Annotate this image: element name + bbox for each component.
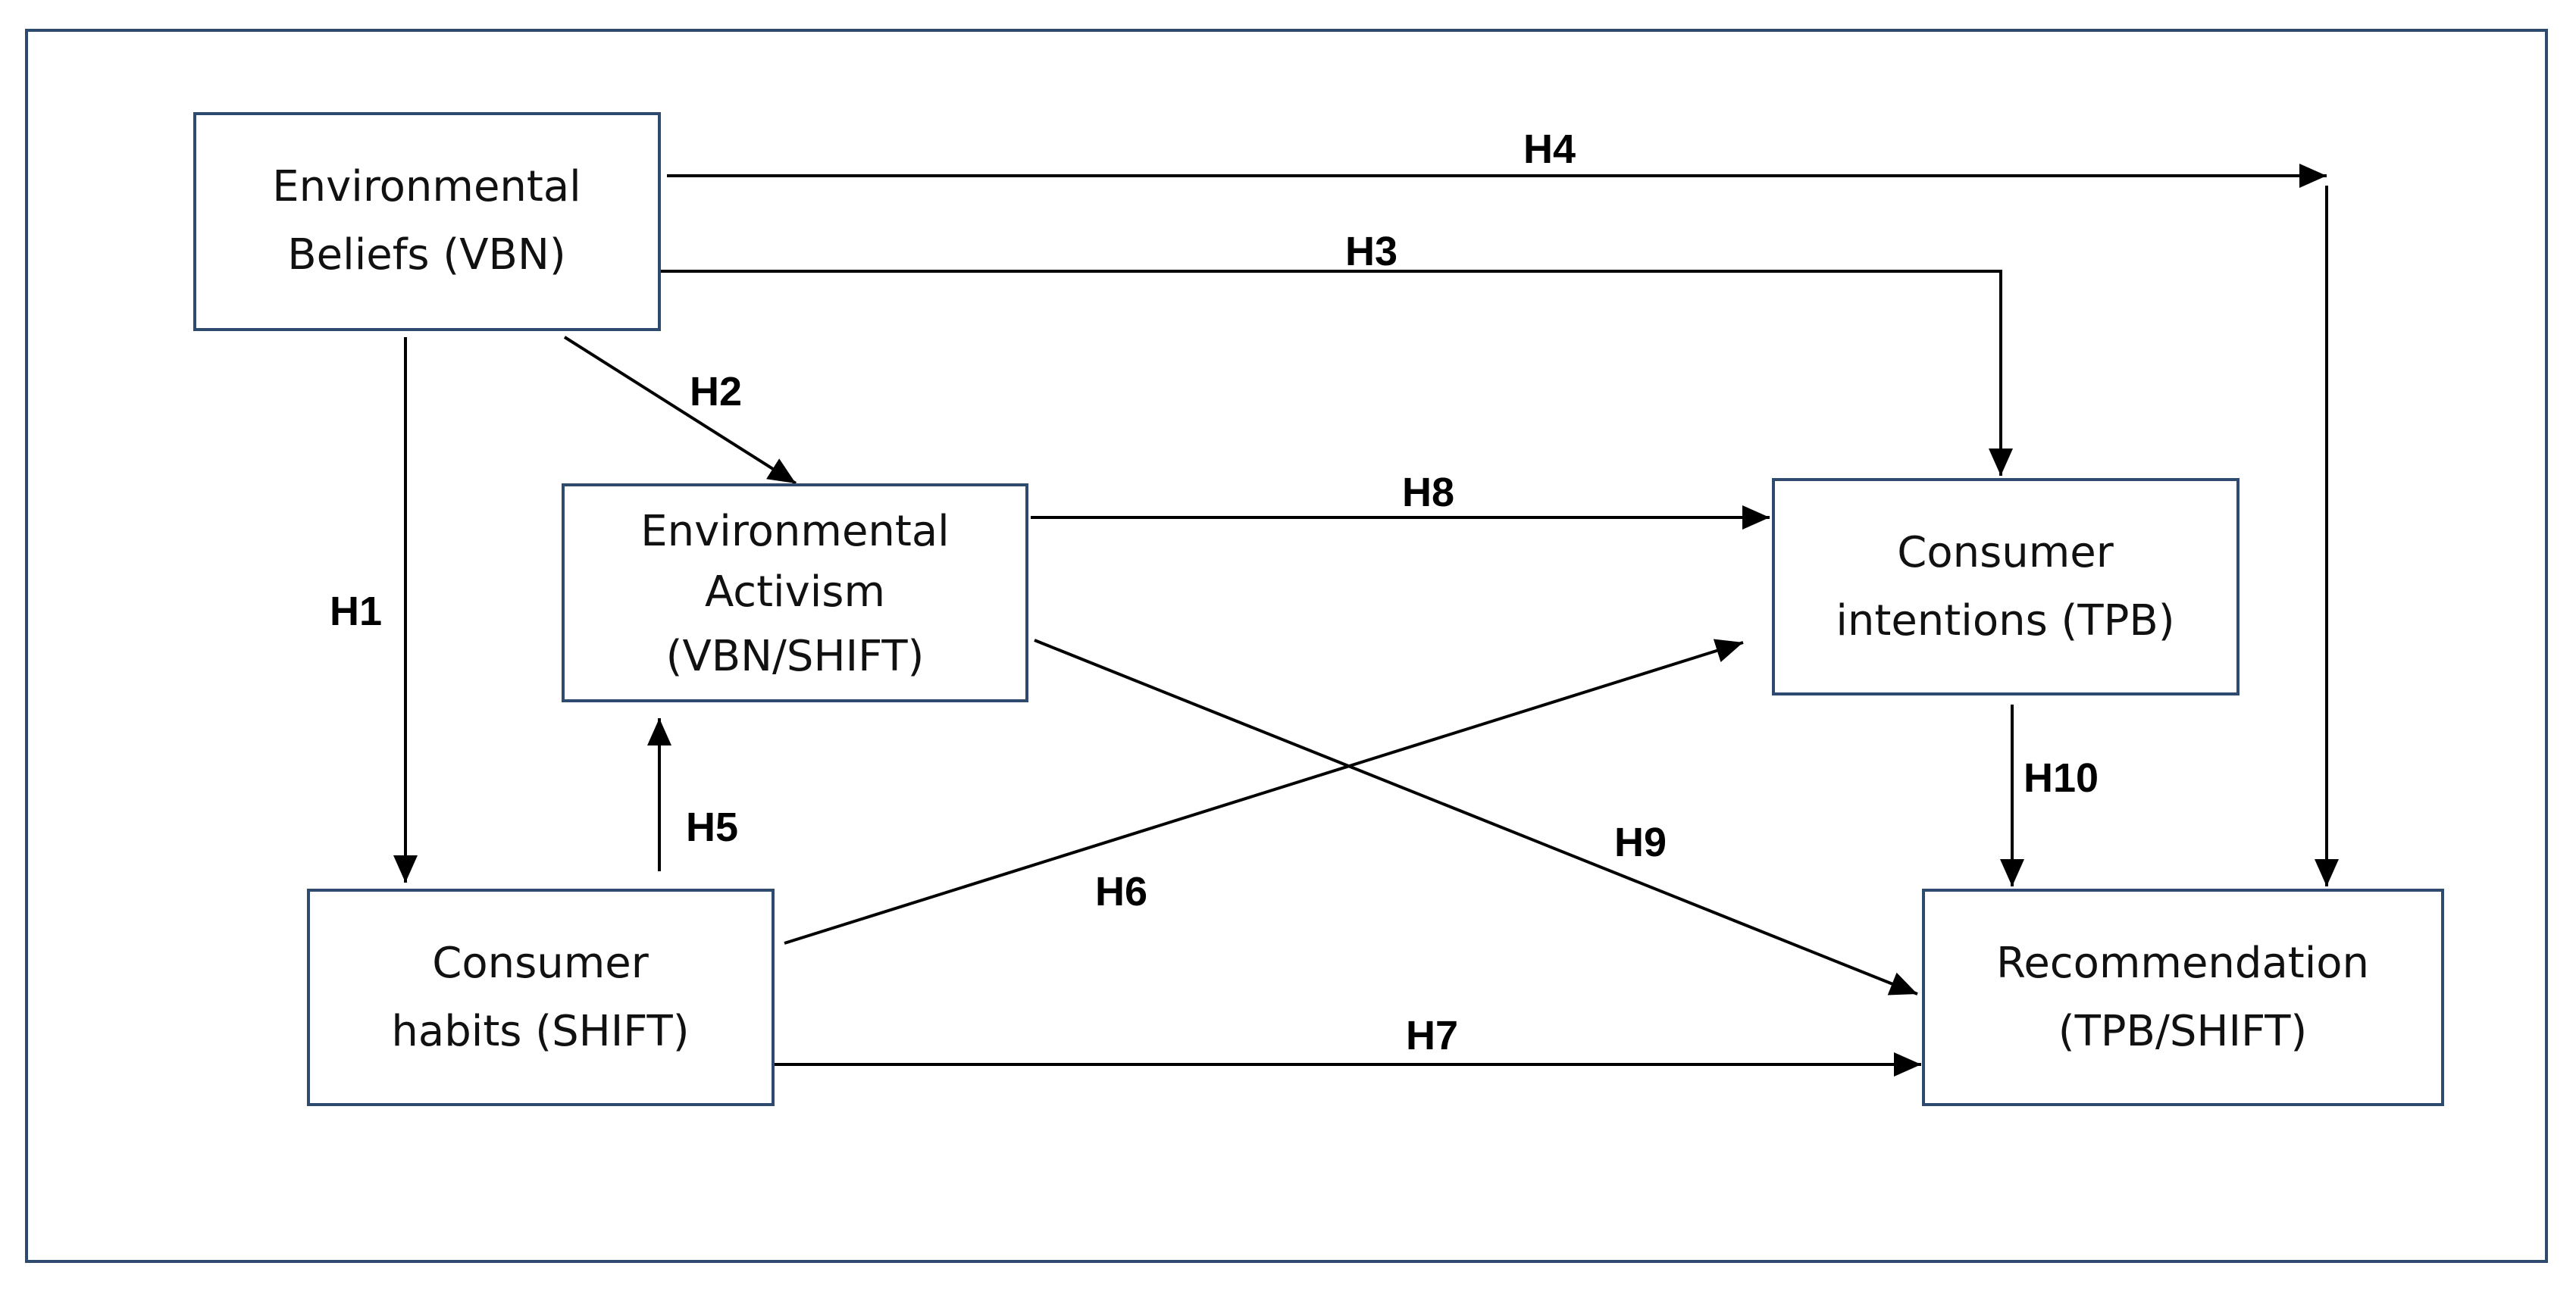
node-recommendation: Recommendation (TPB/SHIFT)	[1922, 889, 2444, 1106]
label-h2: H2	[690, 369, 742, 414]
node-label-line: Environmental	[272, 162, 581, 211]
label-h3: H3	[1345, 229, 1398, 274]
label-h8: H8	[1402, 470, 1454, 515]
node-label-line: Activism	[705, 567, 885, 617]
node-consumer-intentions: Consumer intentions (TPB)	[1772, 478, 2240, 695]
node-label-line: (VBN/SHIFT)	[666, 632, 925, 681]
label-h9: H9	[1614, 820, 1667, 865]
node-label-line: (TPB/SHIFT)	[2058, 1007, 2308, 1056]
label-h10: H10	[2024, 755, 2099, 801]
outer-frame	[25, 29, 2548, 1263]
node-label-line: Environmental	[640, 507, 949, 556]
node-label-line: Consumer	[432, 939, 649, 988]
label-h1: H1	[330, 589, 382, 634]
label-h7: H7	[1406, 1013, 1458, 1058]
label-h4: H4	[1523, 127, 1576, 172]
node-label-line: Consumer	[1897, 528, 2114, 577]
node-label-line: Beliefs (VBN)	[287, 230, 565, 280]
arrows	[393, 164, 2339, 1077]
hypothesis-labels: H1 H2 H3 H4 H5 H6 H7 H8 H9 H10	[330, 127, 2099, 1058]
arrow-h3	[659, 270, 2013, 476]
node-consumer-habits: Consumer habits (SHIFT)	[307, 889, 775, 1106]
node-environmental-beliefs: Environmental Beliefs (VBN)	[193, 112, 661, 331]
arrow-h2	[563, 336, 797, 485]
node-label-line: intentions (TPB)	[1836, 596, 2174, 645]
label-h6: H6	[1095, 869, 1147, 914]
node-label-line: Recommendation	[1996, 939, 2369, 988]
node-label-line: habits (SHIFT)	[391, 1007, 689, 1056]
node-environmental-activism: Environmental Activism (VBN/SHIFT)	[562, 483, 1028, 702]
label-h5: H5	[686, 805, 738, 850]
arrow-h6	[784, 639, 1744, 945]
arrow-h9	[1034, 639, 1918, 996]
